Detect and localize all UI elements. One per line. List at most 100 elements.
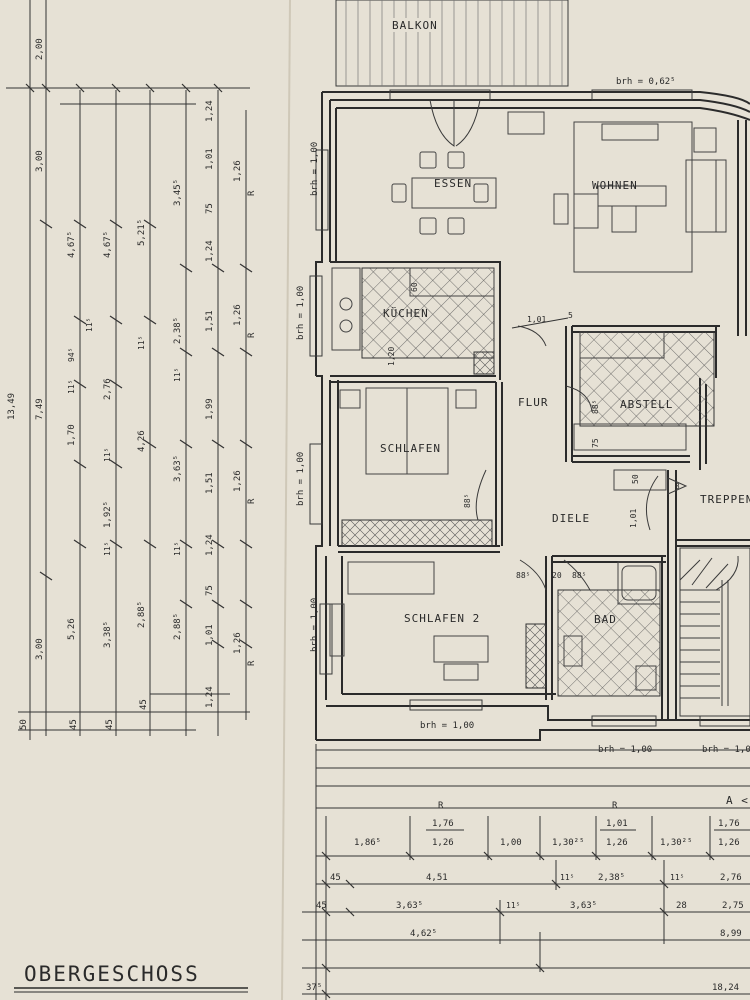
- dim-left-7-4: 1,24: [205, 534, 215, 556]
- dim-left-2-0: 2,00: [35, 38, 45, 60]
- brh-left-4: brh = 1,00: [310, 598, 320, 652]
- dim-left-6-0: 3,45⁵: [173, 179, 183, 206]
- brh-bottom-1: brh = 1,00: [420, 721, 474, 731]
- dim-bottom-r-1: R: [612, 801, 618, 811]
- dim-88-schlafen: 88⁵: [463, 494, 472, 508]
- dim-left-6-4: 1,01: [205, 624, 215, 646]
- dim-bottom-3-5: 2,75: [722, 901, 744, 911]
- dim-bottom-1-0: 1,86⁵: [354, 838, 381, 848]
- left-dimension-chains: 13,49 2,00 7,49 3,00 3,00 5,26 50 4,67⁵ …: [6, 0, 257, 740]
- room-label-balkon: BALKON: [392, 19, 438, 32]
- dim-bottom-1-7: 1,30²⁵: [660, 838, 693, 848]
- dim-left-8-3: 1,26: [233, 632, 243, 654]
- dim-left-s-2: 11⁵: [67, 380, 76, 394]
- room-label-wohnen: WOHNEN: [592, 179, 638, 192]
- dim-bottom-1-3: 1,00: [500, 838, 522, 848]
- dim-left-7-2: 75: [205, 203, 215, 214]
- dim-75: 75: [591, 438, 600, 448]
- brh-top: brh = 0,62⁵: [616, 77, 676, 87]
- dim-bottom-3-4: 28: [676, 901, 687, 911]
- dim-left-6-2: 1,99: [205, 398, 215, 420]
- dim-left-4-3: 2,88⁵: [137, 601, 147, 628]
- dim-left-8-1: 1,26: [233, 304, 243, 326]
- dim-20: 20: [552, 571, 562, 580]
- dim-bottom-3-3: 3,63⁵: [570, 901, 597, 911]
- dim-bottom-2-2: 11⁵: [560, 873, 574, 882]
- dim-bottom-3-0: 45: [316, 901, 327, 911]
- room-labels: ESSEN WOHNEN KÜCHEN FLUR ABSTELL SCHLAFE…: [380, 177, 750, 626]
- dim-bottom-2-3: 2,38⁵: [598, 873, 625, 883]
- paper-fold: [281, 0, 291, 1000]
- dim-left-r-2: R: [247, 498, 257, 504]
- dim-bottom-1-5: 1,01: [606, 819, 628, 829]
- dim-left-2-3: 3,00: [35, 638, 45, 660]
- dim-bottom-4-1: 8,99: [720, 929, 742, 939]
- dim-bottom-1-2: 1,26: [432, 838, 454, 848]
- dim-left-6-3: 1,51: [205, 472, 215, 494]
- bottom-dimension-chains: 1,86⁵ 1,76 1,26 1,00 1,30²⁵ 1,01 1,26 1,…: [302, 744, 750, 1000]
- dim-88-schlafen2: 88⁵: [516, 571, 530, 580]
- dim-left-5-1: 2,38⁵: [173, 317, 183, 344]
- dim-left-2-5: 50: [19, 719, 29, 730]
- dim-left-7-1: 1,01: [205, 148, 215, 170]
- room-label-abstell: ABSTELL: [620, 398, 673, 411]
- room-label-diele: DIELE: [552, 512, 590, 525]
- dim-left-3-1: 1,70: [67, 424, 77, 446]
- title-block: OBERGESCHOSS: [14, 962, 248, 993]
- dim-left-5-4: 45: [139, 699, 149, 710]
- dim-left-8-2: 1,26: [233, 470, 243, 492]
- balcony: BALKON: [335, 0, 569, 87]
- dim-left-s-5: 11⁵: [173, 368, 182, 382]
- furniture: [329, 111, 727, 697]
- dim-left-r-3: R: [247, 660, 257, 666]
- room-label-essen: ESSEN: [434, 177, 472, 190]
- dim-left-s-8: 11⁵: [173, 542, 182, 556]
- dim-bottom-2-4: 11⁵: [670, 873, 684, 882]
- dim-bottom-r-0: R: [438, 801, 444, 811]
- dim-bottom-5-0: 37⁵: [306, 983, 322, 993]
- room-label-schlafen2: SCHLAFEN 2: [404, 612, 480, 625]
- dim-bottom-1-8: 1,76: [718, 819, 740, 829]
- dim-left-4-0: 4,67⁵: [103, 231, 113, 258]
- dim-left-s-7: 11⁵: [103, 542, 112, 556]
- dim-left-3-0: 4,67⁵: [67, 231, 77, 258]
- room-label-flur: FLUR: [518, 396, 549, 409]
- dim-left-r-0: R: [247, 190, 257, 196]
- brh-left-2: brh = 1,00: [296, 286, 306, 340]
- dim-left-s-0: 11⁵: [85, 318, 94, 332]
- dim-left-5-3: 2,88⁵: [173, 613, 183, 640]
- room-label-treppen: TREPPENH: [700, 493, 750, 506]
- dim-left-7-5: 75: [205, 585, 215, 596]
- plan-title: OBERGESCHOSS: [24, 962, 200, 986]
- brh-left-1: brh = 1,00: [310, 142, 320, 196]
- dim-bottom-1-4: 1,30²⁵: [552, 838, 585, 848]
- room-label-kuechen: KÜCHEN: [383, 307, 429, 320]
- dim-bottom-1-1: 1,76: [432, 819, 454, 829]
- staircase: 3: [667, 477, 750, 717]
- dim-left-7-6: 1,24: [205, 686, 215, 708]
- dim-left-5-0: 5,21⁵: [137, 219, 147, 246]
- dim-60: 60: [410, 282, 419, 292]
- dim-bottom-1-6: 1,26: [606, 838, 628, 848]
- dim-left-2-1: 7,49: [35, 398, 45, 420]
- brh-left-3: brh = 1,00: [296, 452, 306, 506]
- dim-bottom-1-9: 1,26: [718, 838, 740, 848]
- dim-left-7-3: 1,24: [205, 240, 215, 262]
- dim-left-s-3: 11⁵: [137, 336, 146, 350]
- dim-left-s-1: 94⁵: [67, 348, 76, 362]
- dim-left-7-0: 1,24: [205, 100, 215, 122]
- dim-5: 5: [568, 311, 573, 320]
- room-label-schlafen: SCHLAFEN: [380, 442, 441, 455]
- dim-left-5-2: 3,63⁵: [173, 455, 183, 482]
- dim-bottom-3-1: 3,63⁵: [396, 901, 423, 911]
- windows: [309, 89, 750, 727]
- dim-bottom-2-1: 4,51: [426, 873, 448, 883]
- dim-101-b: 1,01: [629, 509, 638, 528]
- dim-left-8-0: 1,26: [233, 160, 243, 182]
- dim-88-abstell: 88⁵: [591, 400, 600, 414]
- dim-50: 50: [631, 474, 640, 484]
- dim-left-6-1: 1,51: [205, 310, 215, 332]
- dim-left-total: 13,49: [7, 393, 17, 420]
- dim-bottom-4-0: 4,62⁵: [410, 929, 437, 939]
